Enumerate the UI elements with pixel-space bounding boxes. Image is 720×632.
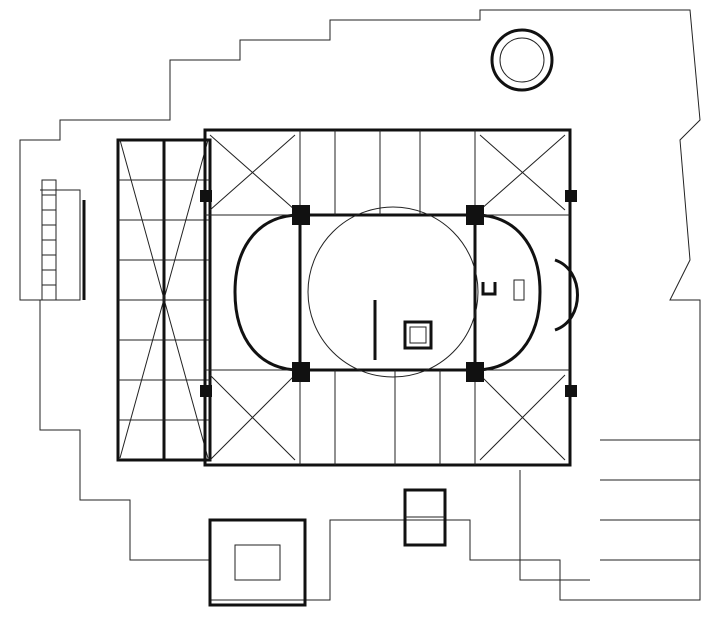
interior-furnishings (373, 279, 525, 360)
outer-annex-outline (19, 9, 701, 601)
piers (200, 190, 577, 397)
narthex-vaults (118, 139, 210, 459)
narthex (116, 138, 212, 462)
baptistery (208, 518, 307, 607)
aisle-bays (205, 130, 570, 465)
entrance-stairs (41, 179, 86, 301)
nave-enclosure (203, 128, 579, 467)
south-courtyard-building (403, 488, 447, 547)
minaret-tower (490, 28, 554, 92)
central-dome (307, 206, 479, 378)
